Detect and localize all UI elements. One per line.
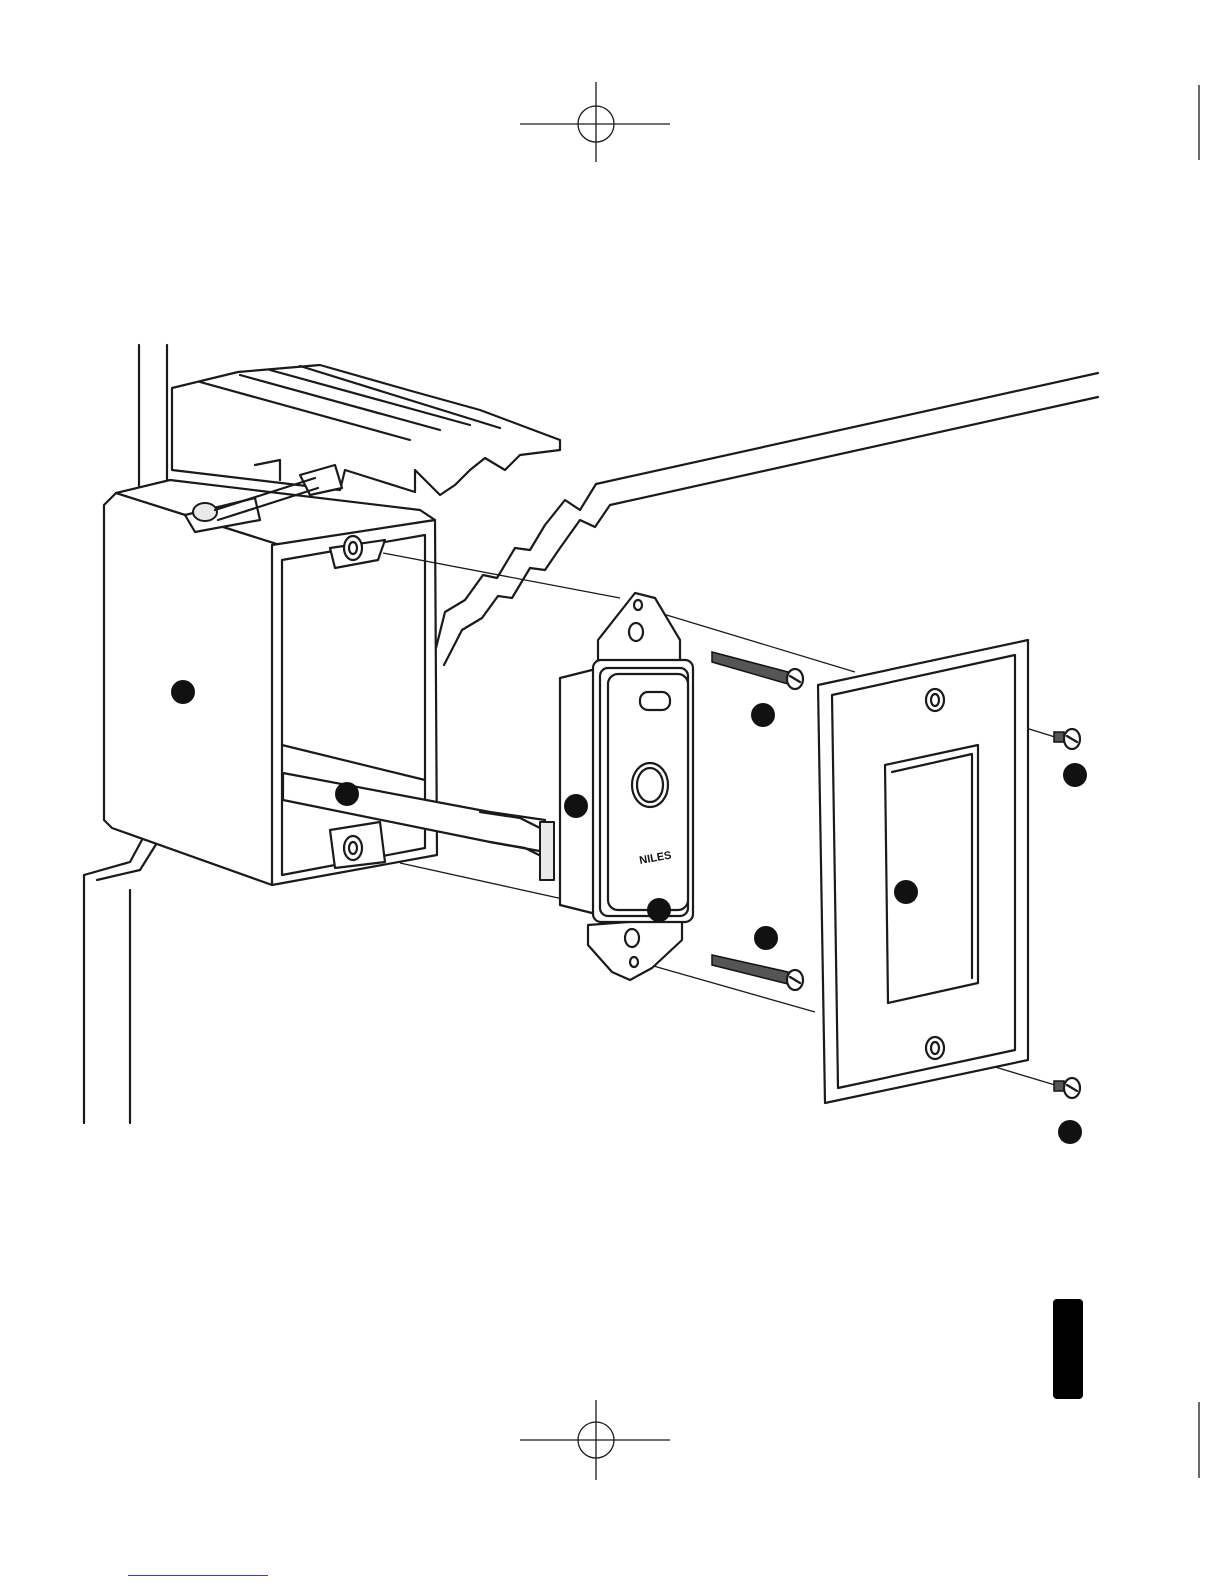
callout-wallplate-window [894, 880, 918, 904]
callout-module-screw-bottom [754, 926, 778, 950]
wallplate-screw-bottom [1054, 1078, 1080, 1098]
wallplate-screw-top [1054, 729, 1080, 749]
callout-cable [335, 782, 359, 806]
registration-mark-bottom [520, 1400, 670, 1480]
callout-module-bracket [647, 898, 671, 922]
stud-block [172, 365, 560, 495]
status-led-window [640, 692, 670, 710]
module-screw-top [712, 652, 803, 689]
callout-wallplate-screw-bottom [1058, 1120, 1082, 1144]
section-side-tab [1053, 1299, 1083, 1399]
footer-rule [128, 1575, 268, 1576]
callout-module-screw-top [751, 703, 775, 727]
registration-mark-top [520, 82, 670, 162]
callout-wall-opening [171, 680, 195, 704]
callout-wallplate-screw-top [1063, 763, 1087, 787]
wall-plate [818, 640, 1028, 1103]
callout-control-module [564, 794, 588, 818]
control-module: NILES [560, 593, 693, 980]
module-screw-bottom [712, 955, 803, 990]
